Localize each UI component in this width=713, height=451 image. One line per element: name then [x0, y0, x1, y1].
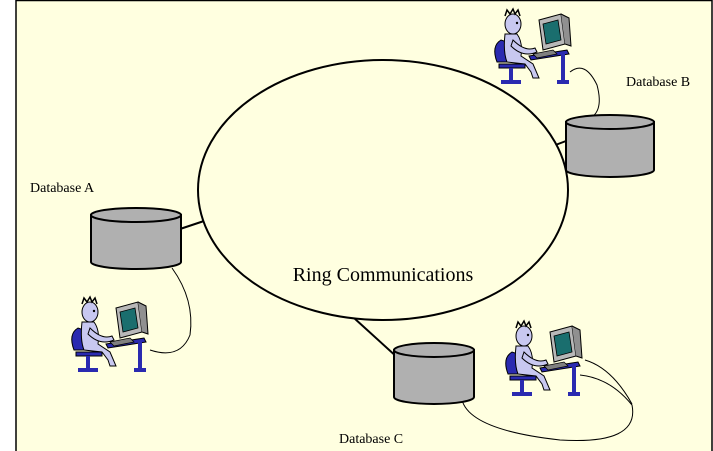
database-c-label: Database C [339, 432, 403, 447]
database-c-cylinder-icon [393, 342, 475, 405]
connector-c-ring [353, 317, 399, 359]
ring-label: Ring Communications [293, 264, 474, 286]
cable-c-user-2 [584, 359, 633, 405]
database-a-cylinder-icon [90, 207, 182, 270]
cable-a-user [149, 267, 192, 354]
database-b-cylinder-icon [565, 114, 655, 178]
ring-ellipse [197, 59, 569, 321]
database-a-label: Database A [30, 181, 95, 196]
cable-c-user [461, 374, 634, 442]
database-b-label: Database B [626, 75, 690, 90]
